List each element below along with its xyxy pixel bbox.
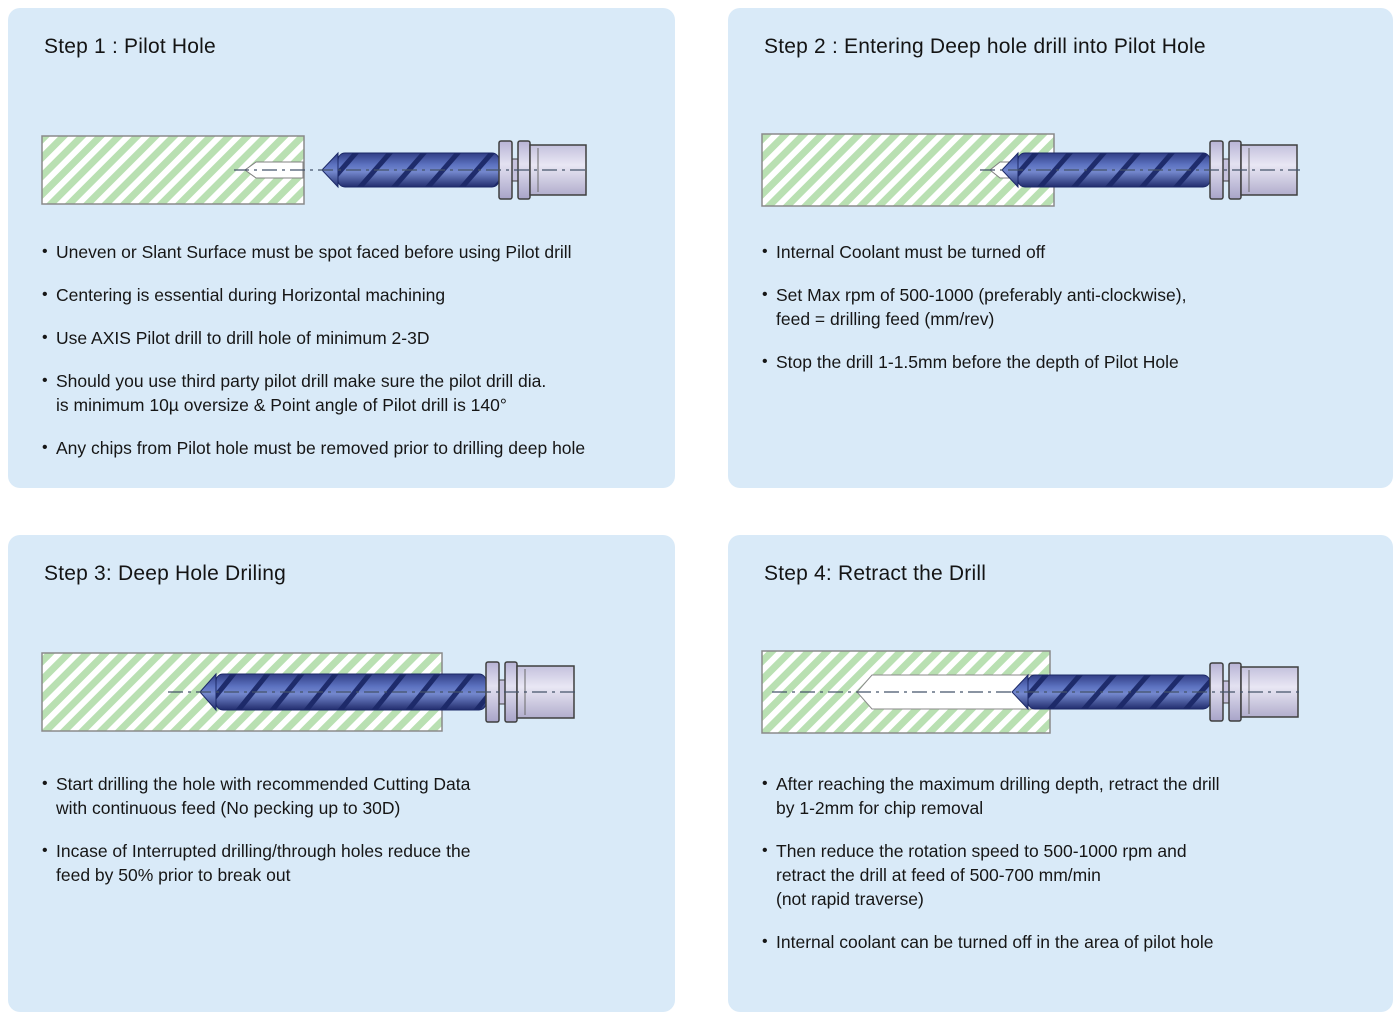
panel-step-1: Step 1 : Pilot Hole xyxy=(8,8,675,488)
bullet-item: • Set Max rpm of 500-1000 (preferably ant… xyxy=(762,283,1375,331)
bullet-line: Centering is essential during Horizontal… xyxy=(56,285,446,305)
bullet-item: • Uneven or Slant Surface must be spot fa… xyxy=(42,240,657,264)
bullet-item: • Start drilling the hole with recommende… xyxy=(42,772,657,820)
bullet-dot-icon: • xyxy=(762,353,768,370)
bullet-line: is minimum 10µ oversize & Point angle of… xyxy=(56,395,507,415)
bullet-dot-icon: • xyxy=(42,439,48,456)
panel-title: Step 1 : Pilot Hole xyxy=(44,35,216,58)
bullet-list: • Internal Coolant must be turned off • Se… xyxy=(762,240,1375,374)
bullet-dot-icon: • xyxy=(762,775,768,792)
bullet-item: • After reaching the maximum drilling dep… xyxy=(762,772,1375,820)
bullet-item: • Any chips from Pilot hole must be remov… xyxy=(42,436,657,460)
bullet-item: • Incase of Interrupted drilling/through … xyxy=(42,839,657,887)
bullet-dot-icon: • xyxy=(42,372,48,389)
step3-illustration xyxy=(40,640,657,750)
bullet-dot-icon: • xyxy=(762,243,768,260)
drill-bit xyxy=(1011,662,1299,722)
bullet-item: • Centering is essential during Horizonta… xyxy=(42,283,657,307)
step1-illustration xyxy=(40,118,657,228)
bullet-line: by 1-2mm for chip removal xyxy=(776,798,984,818)
bullet-line: retract the drill at feed of 500-700 mm/… xyxy=(776,865,1101,885)
spiral-bands xyxy=(1018,153,1210,187)
panel-title: Step 3: Deep Hole Driling xyxy=(44,562,286,585)
step2-illustration xyxy=(760,118,1375,228)
entering-drill-drawing xyxy=(761,133,1300,207)
bullet-dot-icon: • xyxy=(762,842,768,859)
bullet-line: Internal Coolant must be turned off xyxy=(776,242,1046,262)
bullet-line: Should you use third party pilot drill m… xyxy=(56,371,547,391)
panel-title: Step 4: Retract the Drill xyxy=(764,562,987,585)
pilot-hole-drawing xyxy=(41,135,589,205)
bullet-line: Incase of Interrupted drilling/through h… xyxy=(56,841,471,861)
bullet-dot-icon: • xyxy=(42,329,48,346)
bullet-line: Start drilling the hole with recommended… xyxy=(56,774,471,794)
bullet-dot-icon: • xyxy=(42,286,48,303)
step4-illustration xyxy=(760,640,1375,750)
bullet-line: Any chips from Pilot hole must be remove… xyxy=(56,438,586,458)
panel-step-3: Step 3: Deep Hole Driling xyxy=(8,535,675,1012)
bullet-list: • Start drilling the hole with recommende… xyxy=(42,772,657,887)
bullet-dot-icon: • xyxy=(42,775,48,792)
panel-step-2: Step 2 : Entering Deep hole drill into P… xyxy=(728,8,1393,488)
panel-step-4: Step 4: Retract the Drill xyxy=(728,535,1393,1012)
bullet-list: • Uneven or Slant Surface must be spot fa… xyxy=(42,240,657,460)
bullet-line: After reaching the maximum drilling dept… xyxy=(776,774,1220,794)
bullet-dot-icon: • xyxy=(42,243,48,260)
bullet-dot-icon: • xyxy=(762,286,768,303)
bullet-item: • Use AXIS Pilot drill to drill hole of m… xyxy=(42,326,657,350)
bullet-item: • Then reduce the rotation speed to 500-1… xyxy=(762,839,1375,911)
bullet-item: • Should you use third party pilot drill … xyxy=(42,369,657,417)
bullet-line: Uneven or Slant Surface must be spot fac… xyxy=(56,242,572,262)
bullet-line: feed by 50% prior to break out xyxy=(56,865,291,885)
deep-hole-drilling-drawing xyxy=(41,652,577,732)
drill-bit xyxy=(321,140,587,200)
bullet-line: with continuous feed (No pecking up to 3… xyxy=(56,798,401,818)
bullet-dot-icon: • xyxy=(762,933,768,950)
bullet-line: (not rapid traverse) xyxy=(776,889,924,909)
retract-drill-drawing xyxy=(761,650,1301,734)
bullet-line: Use AXIS Pilot drill to drill hole of mi… xyxy=(56,328,430,348)
bullet-item: • Stop the drill 1-1.5mm before the depth… xyxy=(762,350,1375,374)
bullet-line: Internal coolant can be turned off in th… xyxy=(776,932,1214,952)
bullet-list: • After reaching the maximum drilling dep… xyxy=(762,772,1375,954)
bullet-line: Stop the drill 1-1.5mm before the depth … xyxy=(776,352,1179,372)
bullet-item: • Internal coolant can be turned off in t… xyxy=(762,930,1375,954)
bullet-dot-icon: • xyxy=(42,842,48,859)
panel-title: Step 2 : Entering Deep hole drill into P… xyxy=(764,35,1206,58)
bullet-line: Set Max rpm of 500-1000 (preferably anti… xyxy=(776,285,1187,305)
bullet-line: feed = drilling feed (mm/rev) xyxy=(776,309,995,329)
bullet-line: Then reduce the rotation speed to 500-10… xyxy=(776,841,1187,861)
bullet-item: • Internal Coolant must be turned off xyxy=(762,240,1375,264)
